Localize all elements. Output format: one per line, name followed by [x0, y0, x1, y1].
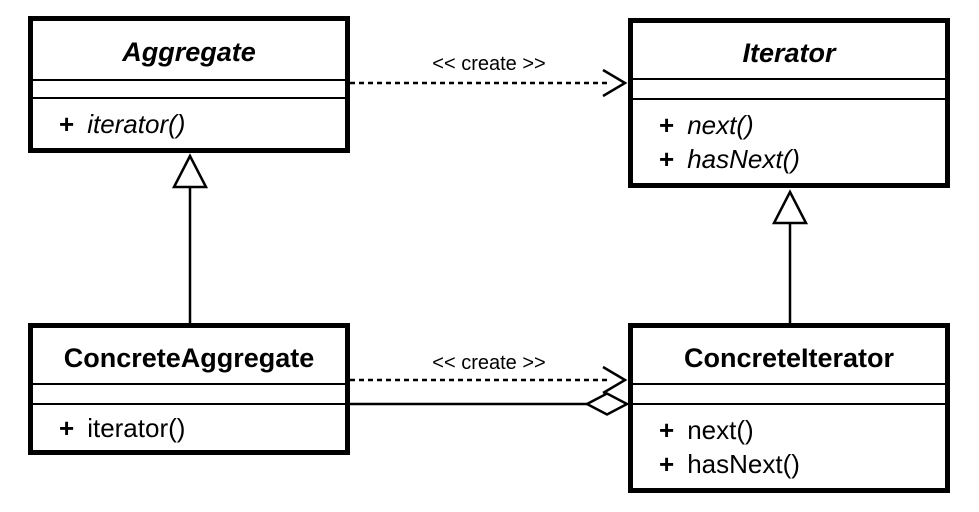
method-entry: + hasNext() — [659, 142, 945, 176]
methods-compartment: + iterator() — [33, 405, 345, 450]
class-title: ConcreteAggregate — [63, 342, 315, 373]
hollow-triangle-arrowhead-left — [171, 153, 209, 189]
hollow-triangle-arrowhead-right — [771, 189, 809, 225]
visibility-marker: + — [659, 143, 675, 174]
methods-compartment: + next() + hasNext() — [633, 100, 945, 183]
create-stereotype-label-top: << create >> — [432, 53, 546, 75]
visibility-marker: + — [659, 414, 675, 445]
create-stereotype-label-bottom: << create >> — [432, 352, 546, 374]
class-title: Aggregate — [122, 37, 256, 67]
visibility-marker: + — [59, 108, 75, 139]
visibility-marker: + — [659, 109, 675, 140]
class-box-iterator: Iterator + next() + hasNext() — [628, 18, 950, 188]
method-entry: + next() — [659, 108, 945, 142]
attributes-compartment — [33, 79, 345, 99]
method-entry: + hasNext() — [659, 447, 945, 481]
aggregation-diamond — [584, 392, 630, 416]
methods-compartment: + iterator() — [33, 99, 345, 148]
attributes-compartment — [633, 78, 945, 100]
attributes-compartment — [633, 383, 945, 405]
class-title: ConcreteIterator — [683, 342, 895, 373]
method-signature: next() — [687, 109, 754, 140]
method-signature: hasNext() — [687, 143, 800, 174]
attributes-compartment — [33, 383, 345, 405]
class-box-concrete-aggregate: ConcreteAggregate + iterator() — [28, 323, 350, 455]
method-signature: iterator() — [87, 108, 186, 139]
method-entry: + iterator() — [59, 107, 345, 141]
method-entry: + iterator() — [59, 411, 345, 445]
visibility-marker: + — [59, 412, 75, 443]
class-box-aggregate: Aggregate + iterator() — [28, 16, 350, 153]
method-signature: next() — [687, 414, 754, 445]
class-title: Iterator — [742, 37, 836, 68]
method-entry: + next() — [659, 413, 945, 447]
methods-compartment: + next() + hasNext() — [633, 405, 945, 488]
method-signature: iterator() — [87, 412, 186, 443]
visibility-marker: + — [659, 448, 675, 479]
class-box-concrete-iterator: ConcreteIterator + next() + hasNext() — [628, 323, 950, 493]
method-signature: hasNext() — [687, 448, 800, 479]
